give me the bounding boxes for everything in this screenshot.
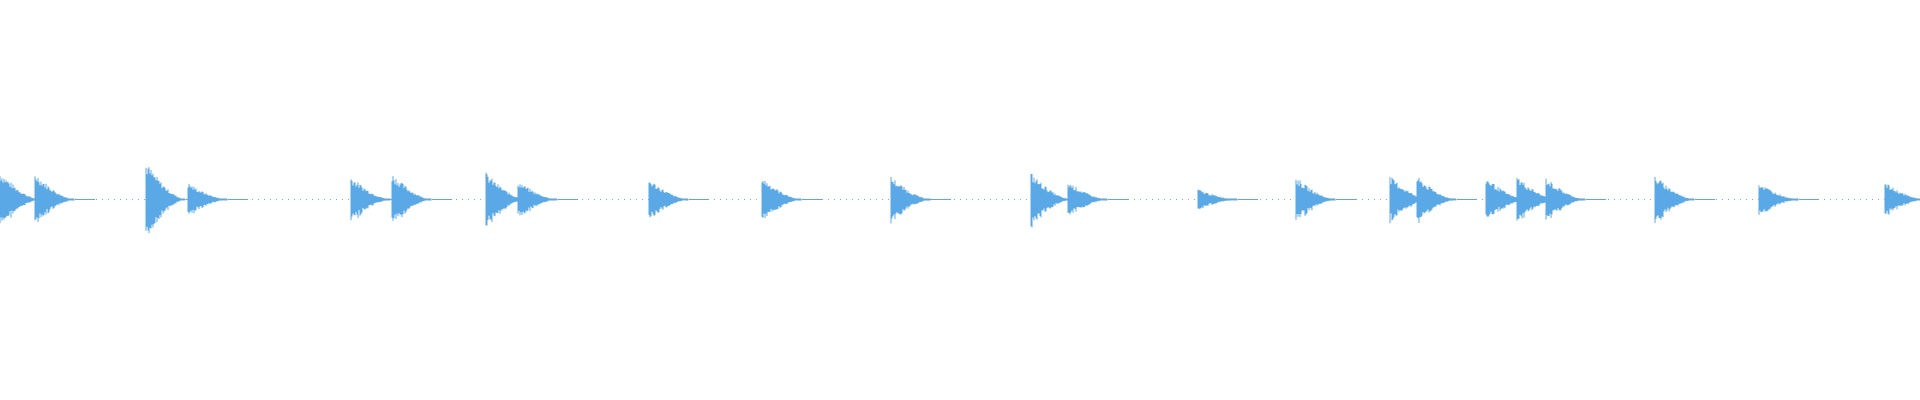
waveform-hit [1654,176,1715,224]
waveform-hit [1295,179,1356,220]
waveform-hit [761,181,822,218]
waveform-hit [187,183,248,214]
waveform-hit [1545,178,1606,220]
waveform-hit [0,176,60,224]
waveform-hit [1197,189,1258,209]
waveform-hit [890,177,951,224]
waveform-hit [391,176,452,221]
waveform-hit [1416,177,1477,223]
waveform-hits [0,167,1920,234]
waveform-hit [1758,185,1819,215]
waveform-hit [1516,178,1577,221]
waveform-hit [648,182,709,218]
waveform-hit [1884,184,1920,215]
waveform-hit [1389,177,1450,224]
waveform-hit [145,167,206,234]
waveform-hit [34,176,95,222]
waveform-hit [1067,184,1128,215]
waveform-hit [517,184,578,216]
waveform-hit [1030,174,1091,228]
waveform-hit [350,179,411,221]
